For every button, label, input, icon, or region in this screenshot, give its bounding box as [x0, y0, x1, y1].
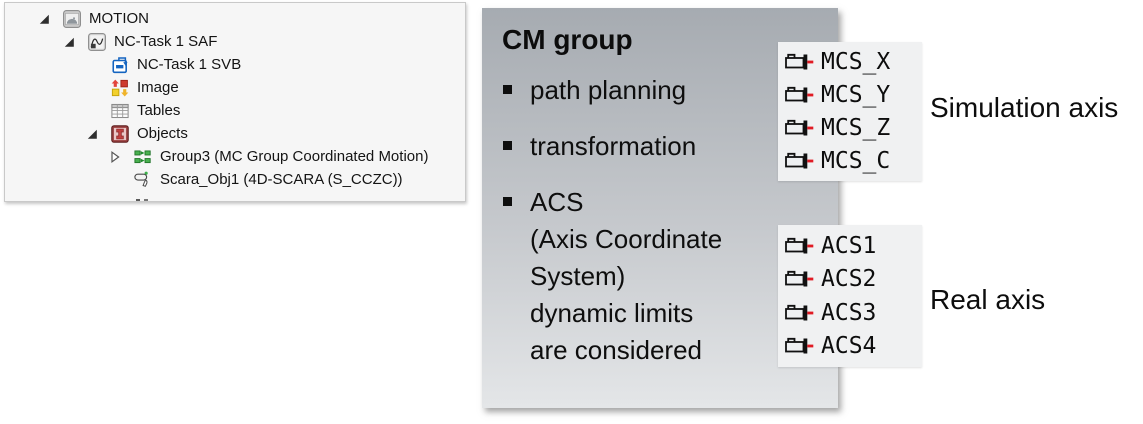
solution-tree-panel: MOTION NC-Task 1 SAF NC-Task 1 SVB — [4, 2, 466, 202]
axis-item-mcs-x[interactable]: MCS_X — [784, 46, 922, 78]
expander-expanded-icon[interactable] — [38, 13, 50, 25]
clipped-tree-row — [136, 197, 152, 201]
expander-expanded-icon[interactable] — [63, 36, 75, 48]
tree-item-label: Objects — [137, 125, 188, 142]
expander-collapsed-icon[interactable] — [109, 150, 121, 163]
tree-item-label: Tables — [137, 102, 181, 119]
axis-item-mcs-c[interactable]: MCS_C — [784, 145, 922, 177]
axis-label: MCS_X — [821, 49, 891, 76]
bullet-text: (Axis Coordinate — [530, 224, 723, 254]
nc-axis-icon — [784, 151, 814, 171]
axis-label: ACS1 — [821, 232, 877, 259]
objects-icon — [111, 124, 129, 143]
axis-label: ACS3 — [821, 299, 877, 326]
axis-label: ACS2 — [821, 266, 877, 293]
tree-item-label: Scara_Obj1 (4D-SCARA (S_CCZC)) — [160, 171, 403, 188]
axis-label: ACS4 — [821, 333, 877, 360]
nc-axis-icon — [784, 336, 814, 356]
expander-none — [86, 82, 98, 94]
nc-axis-icon — [784, 303, 814, 323]
tree-item-scara-obj1[interactable]: Scara_Obj1 (4D-SCARA (S_CCZC)) — [5, 168, 465, 191]
axis-label: MCS_C — [821, 147, 891, 174]
tree-item-tables[interactable]: Tables — [5, 99, 465, 122]
nc-axis-icon — [784, 85, 814, 105]
tree-item-label: Image — [137, 79, 179, 96]
real-axis-panel: ACS1 ACS2 ACS3 ACS4 — [778, 225, 922, 367]
tree-item-nc-task-1-saf[interactable]: NC-Task 1 SAF — [5, 30, 465, 53]
axis-label: MCS_Z — [821, 114, 891, 141]
tree-rows: MOTION NC-Task 1 SAF NC-Task 1 SVB — [5, 3, 465, 191]
axis-item-mcs-y[interactable]: MCS_Y — [784, 79, 922, 111]
bullet-text: path planning — [530, 75, 687, 105]
group-icon — [134, 148, 152, 166]
tree-item-objects[interactable]: Objects — [5, 122, 465, 145]
bullet-text: dynamic limits — [530, 298, 694, 328]
bullet-text: System) — [530, 261, 626, 291]
bullet-text: are considered — [530, 335, 702, 365]
image-icon — [111, 79, 129, 97]
scara-icon — [134, 171, 152, 189]
nc-task-svb-icon — [111, 56, 129, 74]
nc-axis-icon — [784, 118, 814, 138]
bullet-transformation: transformation — [482, 128, 838, 165]
axis-label: MCS_Y — [821, 82, 891, 109]
expander-none — [86, 105, 98, 117]
axis-item-acs4[interactable]: ACS4 — [784, 330, 922, 362]
simulation-axis-caption: Simulation axis — [930, 92, 1119, 123]
tables-icon — [111, 102, 129, 120]
motion-icon — [63, 9, 81, 28]
nc-task-saf-icon — [88, 32, 106, 51]
tree-item-nc-task-1-svb[interactable]: NC-Task 1 SVB — [5, 53, 465, 76]
tree-item-label: NC-Task 1 SVB — [137, 56, 242, 73]
nc-axis-icon — [784, 236, 814, 256]
tree-item-label: NC-Task 1 SAF — [114, 33, 218, 50]
expander-none — [109, 174, 121, 186]
nc-axis-icon — [784, 269, 814, 289]
bullet-acs: ACS (Axis Coordinate System) dynamic lim… — [482, 184, 838, 369]
bullet-text: ACS — [530, 187, 584, 217]
axis-item-acs1[interactable]: ACS1 — [784, 230, 922, 262]
cm-group-bullet-list: path planning transformation ACS (Axis C… — [482, 72, 838, 369]
tree-item-motion[interactable]: MOTION — [5, 7, 465, 30]
axis-item-acs2[interactable]: ACS2 — [784, 263, 922, 295]
axis-item-acs3[interactable]: ACS3 — [784, 297, 922, 329]
cm-group-title: CM group — [502, 24, 633, 55]
expander-expanded-icon[interactable] — [86, 128, 98, 140]
simulation-axis-panel: MCS_X MCS_Y MCS_Z MCS_C — [778, 42, 922, 181]
tree-item-label: MOTION — [89, 10, 149, 27]
nc-axis-icon — [784, 52, 814, 72]
tree-item-group3[interactable]: Group3 (MC Group Coordinated Motion) — [5, 145, 465, 168]
bullet-path-planning: path planning — [482, 72, 838, 109]
expander-none — [86, 59, 98, 71]
real-axis-caption: Real axis — [930, 284, 1046, 315]
tree-item-image[interactable]: Image — [5, 76, 465, 99]
axis-item-mcs-z[interactable]: MCS_Z — [784, 112, 922, 144]
tree-item-label: Group3 (MC Group Coordinated Motion) — [160, 148, 429, 165]
bullet-text: transformation — [530, 131, 697, 161]
